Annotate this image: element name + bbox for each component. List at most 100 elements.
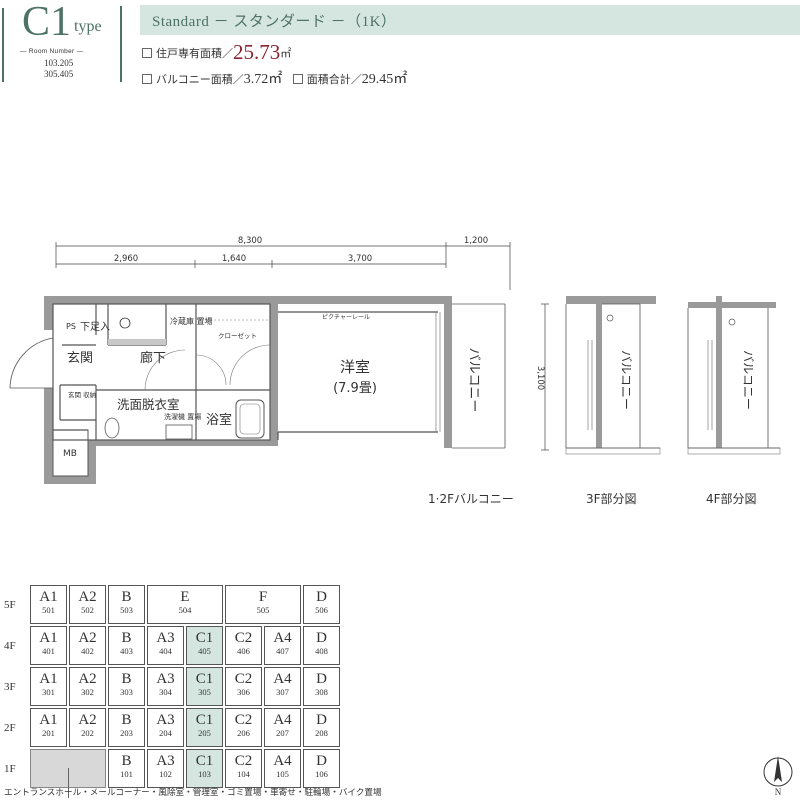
unit-type: A2 — [78, 671, 97, 687]
unit-type: A2 — [78, 712, 97, 728]
room-label-balcony: バルコニー — [619, 350, 633, 410]
dimension-seg2: 1,640 — [222, 254, 246, 264]
bathtub-inner — [239, 403, 261, 435]
unit-number: 202 — [81, 728, 94, 738]
unit-type: B — [121, 712, 132, 728]
caption-balcony-12f: 1·2Fバルコニー — [428, 492, 514, 506]
floor-label: 1F — [4, 763, 16, 775]
unit-number: 307 — [276, 687, 289, 697]
unit-number: 406 — [237, 646, 250, 656]
window-sash — [435, 312, 441, 432]
unit-number: 206 — [237, 728, 250, 738]
type-word: type — [74, 18, 102, 35]
unit-number: 404 — [159, 646, 172, 656]
entrance-note: エントランスホール・メールコーナー・風除室・管理室・ゴミ置場・車寄せ・駐輪場・バ… — [4, 788, 382, 798]
unit-number: 305 — [198, 687, 211, 697]
unit-number: 306 — [237, 687, 250, 697]
accent-rule-left — [2, 8, 4, 82]
unit-type: A2 — [78, 589, 97, 605]
unit-type: C2 — [234, 630, 253, 646]
exclusive-area-label: 住戸専有面積／ — [156, 47, 233, 60]
unit-number: 301 — [42, 687, 55, 697]
dimension-seg3: 3,700 — [348, 254, 372, 264]
floor-label: 4F — [4, 640, 16, 652]
checkbox-square-icon — [142, 48, 152, 58]
unit-number: 505 — [256, 605, 270, 615]
room-label-mb: MB — [63, 449, 77, 459]
dimension-lines — [55, 242, 549, 451]
dimension-seg1: 2,960 — [114, 254, 138, 264]
washbasin-icon — [165, 424, 193, 440]
unit-type: D — [316, 712, 327, 728]
partial-plan-4f: バルコニー — [687, 296, 781, 455]
common-area-cell — [30, 749, 106, 798]
unit-type: C1 — [195, 630, 214, 646]
dimension-balcony: 1,200 — [464, 236, 488, 246]
unit-type: A1 — [39, 589, 58, 605]
unit-type: A3 — [156, 753, 175, 769]
unit-number: 402 — [81, 646, 94, 656]
room-label-balcony: バルコニー — [466, 348, 481, 413]
unit-type: A3 — [156, 712, 175, 728]
balcony-outline — [452, 303, 506, 449]
room-number-line: 103.205 — [44, 58, 74, 68]
exclusive-area-unit: ㎡ — [280, 47, 292, 60]
unit-number: 102 — [159, 769, 172, 779]
unit-type: D — [316, 671, 327, 687]
room-numbers: 103.205 305.405 — [44, 58, 73, 80]
exterior-walls — [44, 296, 452, 484]
unit-number: 504 — [178, 605, 192, 615]
unit-number: 401 — [42, 646, 55, 656]
entrance-door-swing — [9, 337, 54, 389]
checkbox-square-icon — [142, 74, 152, 84]
room-label-sentakuki: 洗濯機 置場 — [164, 412, 201, 421]
unit-number: 303 — [120, 687, 133, 697]
accent-rule-right — [120, 6, 122, 82]
unit-type: F — [258, 589, 268, 605]
door-swing — [144, 349, 186, 391]
unit-number: 501 — [42, 605, 55, 615]
unit-type: C2 — [234, 753, 253, 769]
interior-walls — [52, 303, 438, 441]
dimension-depth: 3,100 — [535, 366, 545, 390]
room-label-closet: クローゼット — [218, 331, 257, 340]
unit-number: 502 — [81, 605, 94, 615]
unit-type: C2 — [234, 671, 253, 687]
unit-number: 104 — [237, 769, 250, 779]
north-compass-icon: N — [763, 756, 793, 796]
floor-label: 5F — [4, 599, 16, 611]
unit-type: C1 — [195, 753, 214, 769]
mb-box — [52, 429, 89, 477]
room-label-genkan: 玄関 — [67, 351, 93, 366]
leader-line — [68, 768, 69, 798]
unit-number: 201 — [42, 728, 55, 738]
unit-number: 408 — [315, 646, 328, 656]
unit-number: 506 — [315, 605, 328, 615]
unit-type: A4 — [273, 630, 292, 646]
plan-name: Standard － スタンダード －（1K） — [152, 14, 397, 30]
exclusive-area-value: 25.73 — [233, 40, 281, 64]
toilet-icon — [104, 417, 120, 439]
total-area-label: 面積合計／ — [306, 73, 362, 86]
room-label-getabako: 下足入 — [80, 321, 110, 333]
room-number-line: 305.405 — [44, 69, 74, 79]
unit-type: B — [121, 753, 132, 769]
balcony-area-value: 3.72㎡ — [243, 72, 283, 87]
unit-number: 203 — [120, 728, 133, 738]
